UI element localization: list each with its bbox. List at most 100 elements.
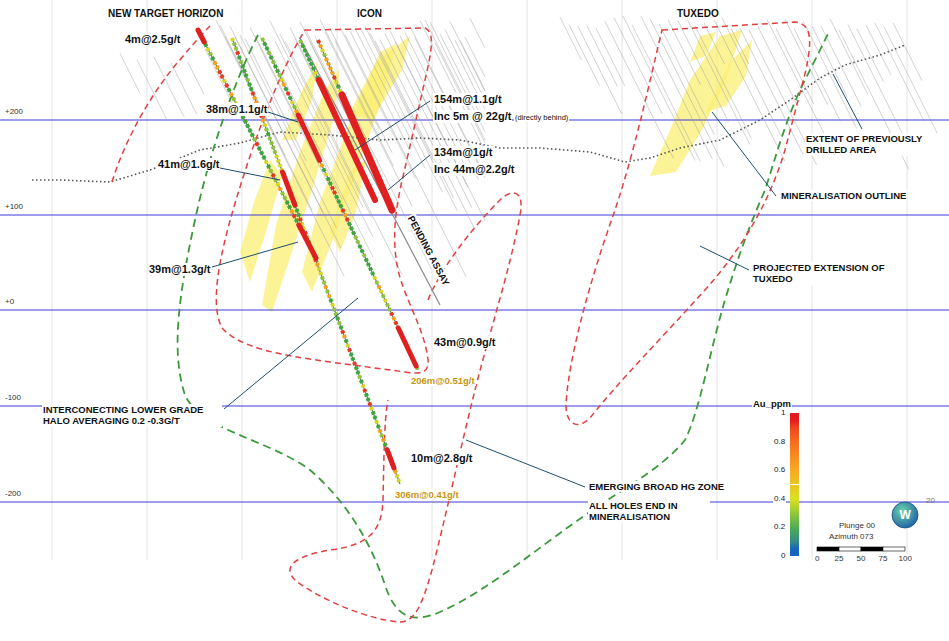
drill-trace (731, 29, 749, 65)
drill-trace (120, 53, 140, 93)
assay-interval (235, 47, 236, 50)
drill-trace (758, 27, 798, 106)
assay-interval (372, 272, 373, 275)
assay-callout: 206m@0.51g/t (410, 375, 476, 386)
drill-hole (198, 30, 318, 262)
assay-interval (395, 470, 396, 473)
assay-callout: 43m@0.9g/t (433, 336, 496, 349)
drill-trace (154, 57, 184, 117)
mineralisation-shell (690, 32, 716, 62)
assay-interval (315, 72, 316, 75)
legend-tick: 1 (780, 408, 786, 418)
assay-interval (289, 206, 291, 209)
assay-interval (214, 62, 216, 65)
drill-trace (740, 28, 803, 154)
assay-interval (304, 49, 305, 52)
assay-interval (324, 281, 325, 284)
drill-trace (821, 26, 861, 106)
logo-text: 20 (925, 496, 936, 506)
assay-interval (332, 187, 333, 190)
assay-interval (383, 439, 384, 442)
assay-interval (283, 83, 284, 86)
drill-trace (677, 19, 729, 122)
high-grade-interval (298, 115, 319, 160)
legend-tick: 0.8 (773, 437, 786, 447)
assay-interval (380, 290, 381, 293)
legend-swatch (790, 513, 799, 542)
drill-trace (641, 16, 712, 159)
assay-interval (254, 138, 256, 141)
scale-bar (817, 547, 905, 551)
drill-trace (893, 23, 922, 81)
assay-interval (346, 340, 347, 343)
high-grade-interval (299, 225, 316, 258)
drill-trace (578, 26, 622, 113)
assay-interval (231, 93, 233, 96)
assay-interval (268, 165, 270, 168)
mineralisation-shell (650, 30, 742, 176)
logo-circle (892, 502, 918, 528)
scale-label: 0 (814, 554, 820, 564)
assay-interval (363, 254, 364, 257)
assay-interval (366, 394, 367, 397)
drill-trace (225, 36, 312, 210)
grid-line (432, 0, 433, 560)
elevation-label: +200 (4, 107, 24, 117)
assay-interval (330, 299, 331, 302)
assay-interval (374, 277, 375, 280)
assay-interval (385, 443, 386, 446)
assay-interval (254, 97, 255, 100)
assay-interval (252, 92, 253, 95)
assay-interval (219, 71, 221, 74)
leader-line (388, 155, 430, 190)
assay-interval (373, 412, 374, 415)
annotation: ALL HOLES END IN MINERALISATION (588, 500, 710, 523)
assay-interval (268, 52, 269, 55)
assay-interval (378, 286, 379, 289)
drill-trace (857, 29, 884, 82)
tuxedo-outline (566, 22, 810, 424)
drill-trace (803, 21, 857, 128)
elevation-line (0, 502, 949, 503)
assay-interval (242, 65, 243, 68)
assay-interval (277, 70, 278, 73)
assay-interval (279, 74, 280, 77)
assay-interval (364, 389, 365, 392)
assay-interval (226, 84, 228, 87)
assay-interval (338, 200, 339, 203)
assay-interval (351, 353, 352, 356)
assay-interval (363, 385, 364, 388)
assay-callout: 39m@1.3g/t (148, 263, 211, 276)
assay-interval (335, 313, 336, 316)
assay-interval (355, 236, 356, 239)
assay-interval (278, 160, 279, 163)
assay-interval (320, 45, 321, 48)
drill-trace (240, 35, 336, 228)
legend-swatch (790, 485, 799, 514)
assay-interval (273, 146, 274, 149)
assay-interval (340, 205, 341, 208)
assay-interval (325, 173, 326, 176)
leader-line (466, 440, 585, 487)
assay-interval (292, 101, 293, 104)
drill-trace (455, 40, 485, 100)
assay-interval (207, 48, 209, 51)
assay-interval (286, 201, 288, 204)
assay-interval (306, 54, 307, 57)
drill-trace (465, 37, 485, 77)
assay-interval (298, 214, 299, 217)
annotation: MINERALISATION OUTLINE (780, 190, 907, 201)
assay-interval (339, 322, 340, 325)
grid-line (527, 0, 528, 560)
hg-zone-outline (290, 193, 521, 622)
assay-interval (327, 290, 328, 293)
assay-interval (232, 38, 233, 41)
assay-interval (396, 475, 397, 478)
elevation-label: +0 (4, 297, 15, 307)
mineralisation-shell (240, 160, 282, 282)
assay-callout: Inc 5m @ 22g/t (433, 110, 512, 123)
assay-callout: 4m@2.5g/t (124, 33, 181, 46)
drill-trace (370, 33, 433, 159)
assay-interval (330, 182, 331, 185)
drill-trace (587, 26, 617, 87)
